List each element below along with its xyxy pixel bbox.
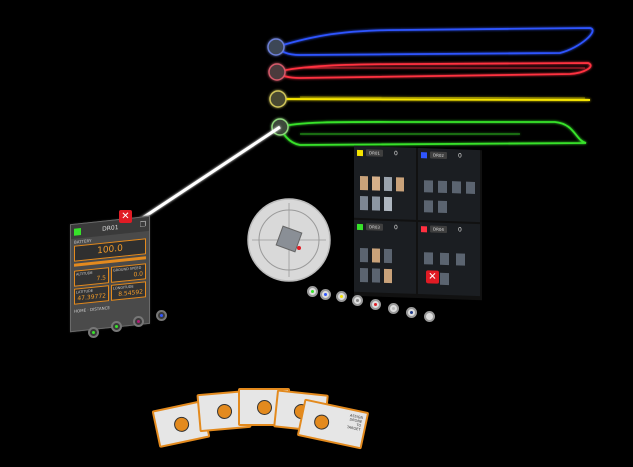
- telemetry-cell: ALTITUDE 7.5: [74, 267, 109, 287]
- lane-node-blue: [267, 38, 285, 56]
- camera-header: DR02 0: [421, 151, 462, 160]
- camera-color-swatch: [421, 151, 427, 158]
- drone-badge-icon: [216, 403, 233, 420]
- telemetry-value: 0.0: [133, 270, 143, 279]
- action-button-home[interactable]: [88, 327, 99, 338]
- camera-counter: 0: [457, 226, 462, 234]
- drone-control-panel: DR01 ❐ BATTERY 100.0 ALTITUDE 7.5 GROUND…: [70, 215, 150, 333]
- drone-badge-icon: [172, 415, 191, 434]
- mode-button-green[interactable]: [307, 286, 318, 297]
- mode-button-white[interactable]: [388, 303, 399, 314]
- camera-drone-button[interactable]: DR03: [366, 223, 383, 231]
- mode-button-light[interactable]: [424, 311, 435, 322]
- drone-badge-icon: [312, 413, 331, 431]
- camera-header: DR04 0: [421, 225, 462, 234]
- camera-feed[interactable]: ✕ DR04 0: [418, 222, 480, 297]
- drone-marker: [275, 225, 303, 253]
- telemetry-label: ALTITUDE: [76, 270, 93, 277]
- heading-dot: [297, 246, 301, 250]
- camera-header: DR03 0: [357, 223, 398, 231]
- card-text: ASSIGN DRONE TO TARGET: [346, 413, 364, 432]
- camera-color-swatch: [357, 149, 363, 156]
- lane-node-red: [268, 63, 286, 81]
- camera-drone-button[interactable]: DR01: [366, 149, 383, 157]
- drone-badge-icon: [257, 400, 272, 415]
- camera-header: DR01 0: [357, 149, 398, 157]
- telemetry-cell: LATITUDE 47.39772: [74, 285, 109, 305]
- telemetry-cell: GROUND SPEED 0.0: [111, 263, 146, 283]
- close-camera-button[interactable]: ✕: [426, 270, 439, 284]
- flight-lane-yellow[interactable]: [269, 90, 591, 108]
- telemetry-cell: LONGITUDE 8.54592: [111, 281, 146, 301]
- action-button-stop[interactable]: [133, 316, 144, 327]
- flight-lane-green[interactable]: [271, 118, 587, 146]
- camera-feed-grid: DR01 0 DR02 0 DR03 0 ✕: [354, 145, 482, 301]
- selection-beam: [131, 125, 281, 227]
- camera-feed[interactable]: DR02 0: [418, 148, 480, 223]
- camera-drone-button[interactable]: DR04: [430, 225, 447, 234]
- camera-counter: 0: [393, 150, 398, 158]
- close-panel-button[interactable]: ✕: [119, 210, 132, 223]
- mode-button-navy[interactable]: [406, 307, 417, 318]
- camera-feed[interactable]: DR03 0: [354, 219, 416, 294]
- mode-button-red[interactable]: [370, 299, 381, 310]
- action-button-land[interactable]: [111, 321, 122, 332]
- camera-feed[interactable]: DR01 0: [354, 145, 416, 220]
- telemetry-value: 47.39772: [77, 292, 106, 303]
- telemetry-value: 8.54592: [118, 288, 143, 299]
- camera-color-swatch: [357, 223, 363, 230]
- drone-color-swatch: [74, 227, 81, 236]
- copy-icon[interactable]: ❐: [139, 220, 146, 229]
- telemetry-value: 7.5: [96, 274, 106, 283]
- camera-counter: 0: [457, 152, 462, 160]
- mode-button-blue[interactable]: [320, 289, 331, 300]
- flight-lane-blue[interactable]: [267, 27, 594, 56]
- compass-dial[interactable]: [247, 198, 331, 282]
- camera-counter: 0: [393, 224, 398, 232]
- lane-node-yellow: [269, 90, 287, 108]
- flight-lane-red[interactable]: [268, 62, 592, 81]
- mode-button-yellow[interactable]: [336, 291, 347, 302]
- mode-button-gray[interactable]: [352, 295, 363, 306]
- action-button-target[interactable]: [156, 310, 167, 321]
- camera-drone-button[interactable]: DR02: [430, 151, 447, 160]
- camera-color-swatch: [421, 225, 427, 232]
